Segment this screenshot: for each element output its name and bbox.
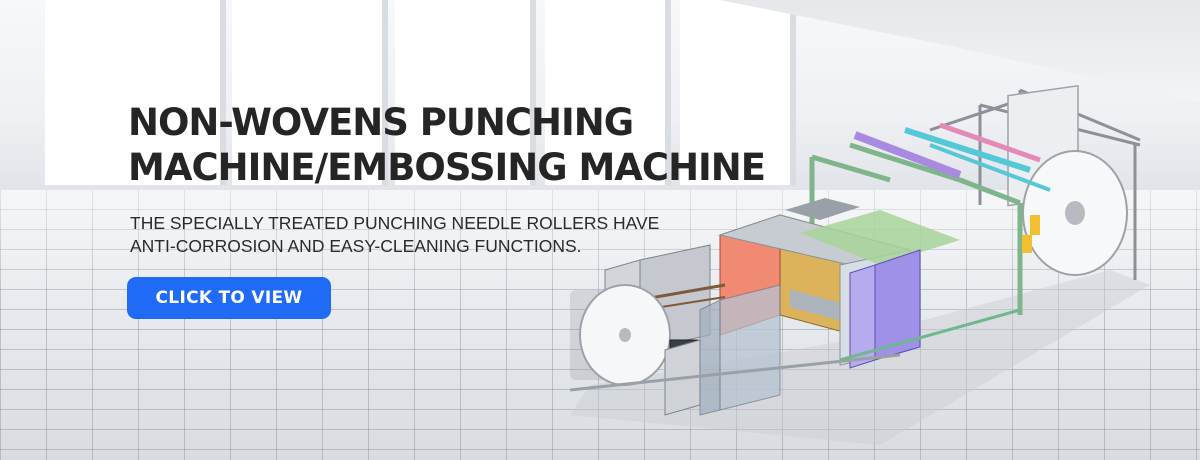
cyan-beam bbox=[929, 143, 1051, 192]
click-to-view-button[interactable]: CLICK TO VIEW bbox=[127, 277, 331, 319]
background-window bbox=[45, 0, 226, 185]
page-title: NON-WOVENS PUNCHING MACHINE/EMBOSSING MA… bbox=[128, 100, 766, 190]
grey-top-box bbox=[785, 198, 860, 220]
base-rail bbox=[839, 308, 1021, 362]
yellow-bracket bbox=[1022, 235, 1032, 253]
background-window bbox=[395, 0, 536, 185]
purple-beam bbox=[853, 131, 962, 179]
subtitle-line-2: ANTI-CORROSION AND EASY-CLEANING FUNCTIO… bbox=[130, 236, 582, 256]
background-window bbox=[232, 0, 388, 185]
control-cabinet-purple bbox=[849, 249, 921, 369]
title-line-2: MACHINE/EMBOSSING MACHINE bbox=[128, 146, 766, 189]
background-window bbox=[680, 0, 796, 185]
machine-illustration bbox=[569, 85, 1150, 445]
yellow-bracket bbox=[1030, 215, 1040, 235]
title-line-1: NON-WOVENS PUNCHING bbox=[128, 101, 634, 144]
pink-beam bbox=[939, 122, 1041, 163]
cyan-beam bbox=[904, 127, 1031, 173]
glass-cabinet bbox=[699, 284, 781, 416]
subtitle-line-1: THE SPECIALLY TREATED PUNCHING NEEDLE RO… bbox=[130, 213, 660, 233]
base-rail bbox=[569, 353, 901, 392]
large-paper-roll bbox=[1007, 85, 1128, 276]
background-window bbox=[545, 0, 671, 185]
hero-subtitle: THE SPECIALLY TREATED PUNCHING NEEDLE RO… bbox=[130, 212, 659, 258]
small-paper-roll bbox=[570, 284, 671, 386]
